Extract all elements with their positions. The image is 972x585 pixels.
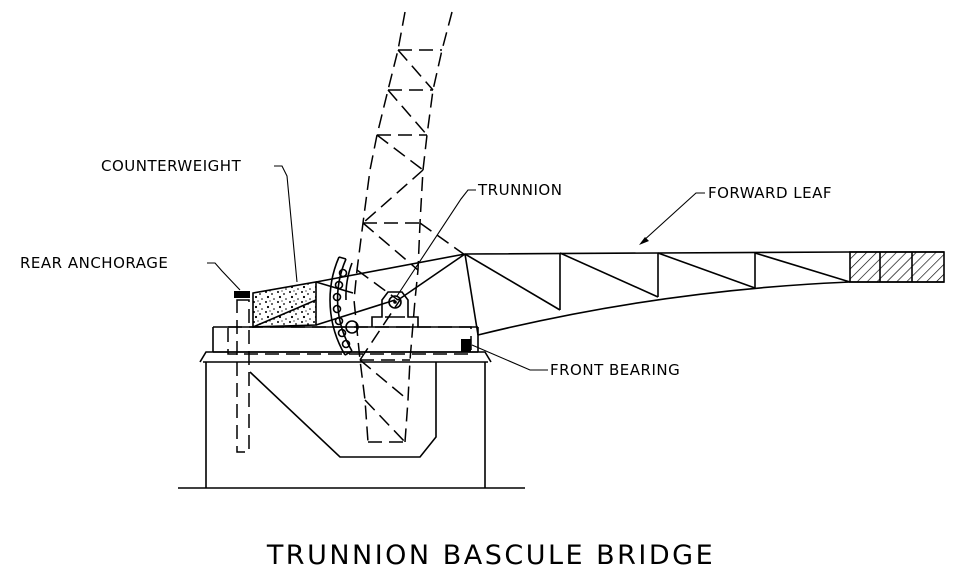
counterweight-leader bbox=[274, 165, 298, 283]
rear-anchorage bbox=[234, 291, 250, 453]
counterweight-label: COUNTERWEIGHT bbox=[101, 157, 242, 175]
machinery-deck bbox=[227, 326, 472, 355]
rack-quadrant bbox=[329, 256, 359, 356]
raised-leaf bbox=[353, 11, 466, 443]
rear-anchorage-label: REAR ANCHORAGE bbox=[20, 254, 168, 272]
trunnion-label: TRUNNION bbox=[477, 181, 562, 199]
front-bearing-label: FRONT BEARING bbox=[550, 361, 680, 379]
rear-anchorage-leader bbox=[207, 262, 241, 291]
front-bearing-block bbox=[461, 339, 471, 352]
forward-leaf-label: FORWARD LEAF bbox=[708, 184, 832, 202]
diagram-title: TRUNNION BASCULE BRIDGE bbox=[266, 540, 715, 571]
forward-leaf-truss bbox=[315, 251, 945, 336]
trunnion-leader bbox=[396, 189, 476, 297]
counterweight-block bbox=[252, 281, 317, 328]
forward-leaf-leader bbox=[641, 192, 705, 243]
front-bearing-leader bbox=[471, 344, 548, 371]
trunnion-bearing bbox=[371, 291, 419, 327]
pier bbox=[199, 351, 492, 488]
forward-leaf-arrowhead bbox=[639, 237, 649, 245]
